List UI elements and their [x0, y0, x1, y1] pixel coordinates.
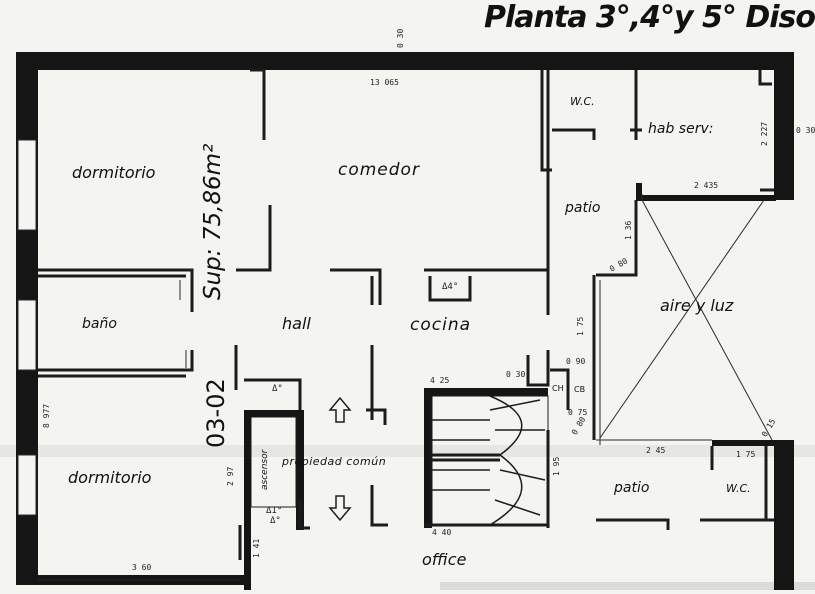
room-bano: baño [82, 316, 117, 332]
dim-425: 4 25 [430, 376, 450, 385]
room-propiedad-comun: propiedad común [282, 455, 387, 468]
paper-bottom-edge [440, 582, 815, 590]
unit-code: 03-02 [202, 378, 230, 448]
dim-297: 2 97 [226, 466, 235, 486]
dim-right-thk: 0 30 [796, 126, 815, 135]
wall-top [16, 52, 794, 70]
level-mark-c: Δ4° [442, 282, 459, 292]
dim-top-thk: 0 30 [396, 28, 405, 48]
room-ascensor: ascensor [260, 449, 270, 490]
wall-hab-left [636, 183, 642, 201]
dim-440: 4 40 [432, 528, 452, 537]
dim-175: 1 75 [576, 316, 585, 336]
room-wc-top: W.C. [570, 95, 595, 108]
lift-arrows [328, 396, 352, 522]
wall-stair-left [424, 388, 432, 528]
room-hall: hall [282, 314, 311, 333]
ascensor-shaft [250, 416, 297, 508]
paper-shadow-band [0, 445, 815, 457]
room-dormitorio-bottom: dormitorio [68, 468, 152, 487]
window-3 [17, 454, 37, 516]
dim-030: 0 30 [506, 370, 526, 379]
wall-ascensor-right [296, 410, 304, 530]
label-cb: CB [574, 385, 586, 394]
dim-hab-width: 2 435 [694, 181, 719, 190]
room-patio-bottom: patio [614, 480, 650, 496]
room-cocina: cocina [410, 315, 472, 335]
room-dormitorio-top: dormitorio [72, 163, 156, 182]
dim-360: 3 60 [132, 563, 152, 572]
level-mark-a: Δ° [272, 384, 283, 394]
dim-075: 0 75 [568, 408, 588, 417]
down-arrow-icon [328, 495, 352, 522]
wall-right-upper [774, 52, 794, 200]
dim-hab-height: 2 227 [760, 121, 769, 146]
wall-patio-top [636, 195, 776, 201]
wall-stair-top [428, 388, 548, 396]
left-windows [17, 139, 37, 516]
dim-090: 0 90 [566, 357, 586, 366]
room-comedor: comedor [338, 160, 420, 180]
interior-walls [38, 68, 774, 582]
plan-title: Planta 3°,4°y 5° Diso [484, 0, 815, 35]
dim-patio-v1: 1 36 [624, 220, 633, 240]
room-wc-bottom: W.C. [726, 482, 751, 495]
wall-ascensor-top [244, 410, 304, 417]
level-mark-d: Δ1° [266, 506, 283, 516]
dim-left-height: 8 977 [42, 403, 51, 428]
room-aire-luz: aire y luz [660, 296, 734, 315]
window-2 [17, 299, 37, 371]
wall-patio-bottom [712, 440, 778, 446]
window-1 [17, 139, 37, 231]
room-hab-serv: hab serv: [648, 121, 714, 137]
wall-ascensor-left [244, 410, 251, 590]
level-mark-b: Δ° [270, 516, 281, 526]
dim-top-width: 13 065 [370, 78, 399, 87]
room-office: office [422, 550, 467, 569]
up-arrow-icon [328, 396, 352, 423]
wall-right-lower [774, 440, 794, 590]
thin-lines [179, 194, 773, 445]
dim-195: 1 95 [552, 456, 561, 476]
staircase [431, 395, 549, 527]
room-patio-top: patio [565, 200, 601, 216]
dim-245: 2 45 [646, 446, 666, 455]
dim-175b: 1 75 [736, 450, 756, 459]
dim-141: 1 41 [252, 538, 261, 558]
label-ch: CH [552, 384, 564, 393]
unit-area: Sup: 75,86m² [200, 143, 226, 300]
